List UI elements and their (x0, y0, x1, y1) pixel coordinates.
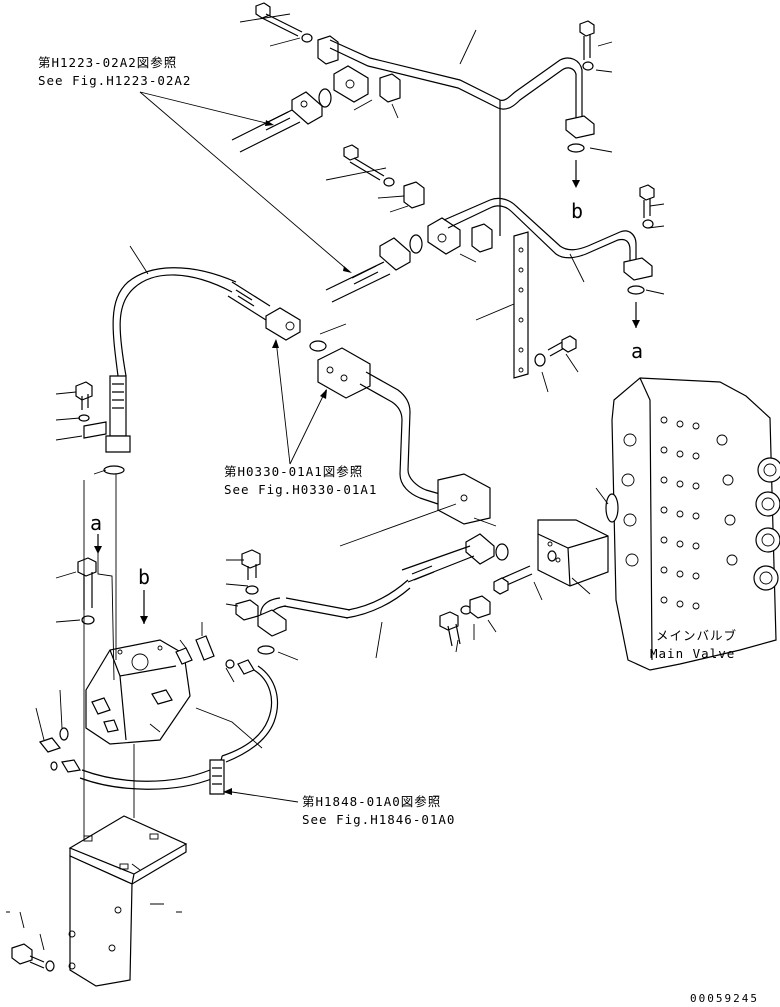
valve-spools (753, 457, 780, 591)
marker-a-top: a (631, 339, 643, 363)
upper-pipe-assembly-2 (325, 100, 665, 393)
valve-ports (621, 416, 738, 610)
marker-b-bottom: b (138, 565, 150, 589)
ref1-en: See Fig.H1223-02A2 (38, 73, 191, 88)
drawing-number: 00059245 (690, 992, 759, 1005)
middle-pipe (317, 323, 491, 525)
ref2-en: See Fig.H0330-01A1 (224, 482, 377, 497)
lower-hose-assembly (225, 503, 609, 661)
control-valve-assembly (35, 622, 279, 795)
reference-callout-3: 第H1848-01A0図参照 See Fig.H1846-01A0 (223, 788, 455, 827)
main-valve-illustration (595, 377, 780, 671)
ref3-jp: 第H1848-01A0図参照 (302, 794, 441, 809)
ref2-jp: 第H0330-01A1図参照 (224, 464, 363, 479)
marker-b-top: b (571, 199, 583, 223)
reference-callout-1: 第H1223-02A2図参照 See Fig.H1223-02A2 (38, 55, 352, 273)
ref1-jp: 第H1223-02A2図参照 (38, 55, 177, 70)
upper-pipe-assembly-1 (231, 2, 613, 153)
main-valve-label-jp: メインバルブ (656, 628, 737, 643)
reference-callout-2: 第H0330-01A1図参照 See Fig.H0330-01A1 (224, 339, 377, 497)
hose-assembly-left (55, 245, 327, 475)
mounting-bracket (6, 480, 188, 987)
main-valve-label-en: Main Valve (650, 646, 735, 661)
marker-a-bottom: a (90, 511, 102, 535)
ref3-en: See Fig.H1846-01A0 (302, 812, 455, 827)
